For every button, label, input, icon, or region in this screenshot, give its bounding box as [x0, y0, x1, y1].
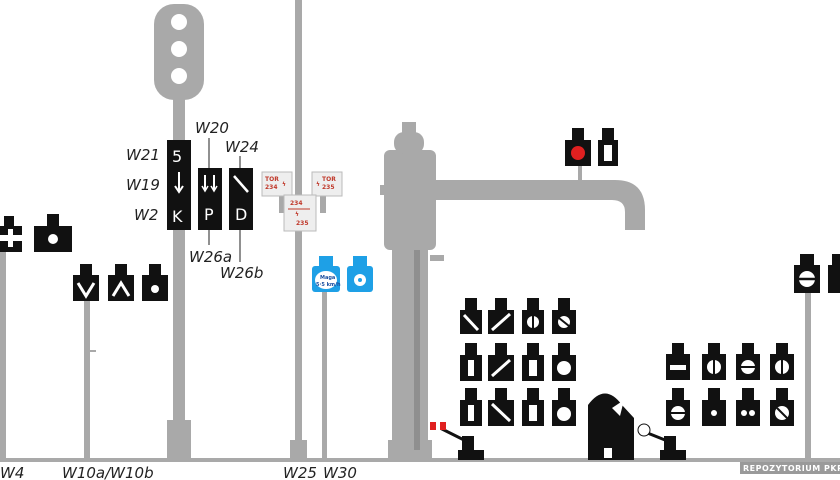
label-w10: W10a/W10b — [62, 464, 154, 480]
w20-board: P — [198, 138, 222, 245]
svg-text:234: 234 — [290, 200, 303, 207]
track-board-left: TOR 234 ϟ — [261, 171, 293, 197]
watermark: REPOZYTORIUM PKP — [740, 462, 840, 474]
track-board-center: 234 ϟ 235 — [283, 194, 317, 232]
w10b-sign — [108, 264, 134, 301]
svg-text:ϟ: ϟ — [282, 181, 286, 188]
svg-text:TOR: TOR — [322, 176, 336, 183]
main-signal-mast — [154, 4, 204, 460]
track-board-right: ϟ TOR 235 — [311, 171, 343, 197]
svg-text:235: 235 — [296, 220, 309, 227]
label-w21: W21 — [126, 146, 160, 164]
svg-text:REPOZYTORIUM PKP: REPOZYTORIUM PKP — [743, 464, 840, 473]
svg-text:TOR: TOR — [265, 176, 279, 183]
label-w25: W25 — [283, 464, 317, 480]
label-w20: W20 — [195, 119, 229, 137]
svg-text:D: D — [235, 205, 247, 224]
w10-dot-sign — [142, 264, 168, 301]
label-w2: W2 — [134, 206, 158, 224]
lever-stand-left — [430, 422, 484, 460]
w25-group: TOR 234 ϟ ϟ TOR 235 234 ϟ 235 — [261, 0, 343, 460]
w21-w19-w2-board: 5 K — [167, 140, 191, 230]
label-w26b: W26b — [220, 264, 263, 282]
svg-text:ϟ: ϟ — [295, 211, 299, 218]
svg-text:K: K — [172, 207, 183, 226]
label-w24: W24 — [225, 138, 259, 156]
w24-board: D — [229, 156, 253, 262]
w30-sign-dot — [347, 256, 373, 292]
point-indicators-left — [460, 298, 576, 426]
w10a-sign — [73, 264, 99, 301]
label-w30: W30 — [323, 464, 357, 480]
lever-stand-right — [637, 423, 686, 460]
crane-lamps — [565, 128, 618, 166]
label-w4: W4 — [0, 464, 24, 480]
svg-text:234: 234 — [265, 184, 278, 191]
svg-text:P: P — [204, 205, 214, 224]
w10-group — [73, 264, 168, 458]
w4-signal — [0, 216, 22, 458]
svg-text:ϟ: ϟ — [316, 181, 320, 188]
dwarf-signal — [588, 393, 634, 460]
w30-group: Maga 5·5 km/h — [312, 256, 373, 458]
w4-second-signal — [34, 214, 72, 252]
right-post-signal — [794, 254, 840, 458]
label-w26a: W26a — [189, 248, 232, 266]
w30-sign-text: Maga 5·5 km/h — [312, 256, 341, 292]
svg-text:5: 5 — [172, 147, 182, 166]
label-w19: W19 — [126, 176, 160, 194]
point-indicators-right — [666, 343, 794, 426]
svg-text:235: 235 — [322, 184, 335, 191]
svg-text:Maga: Maga — [320, 275, 335, 281]
svg-text:5·5 km/h: 5·5 km/h — [316, 282, 341, 288]
water-crane — [380, 122, 645, 460]
